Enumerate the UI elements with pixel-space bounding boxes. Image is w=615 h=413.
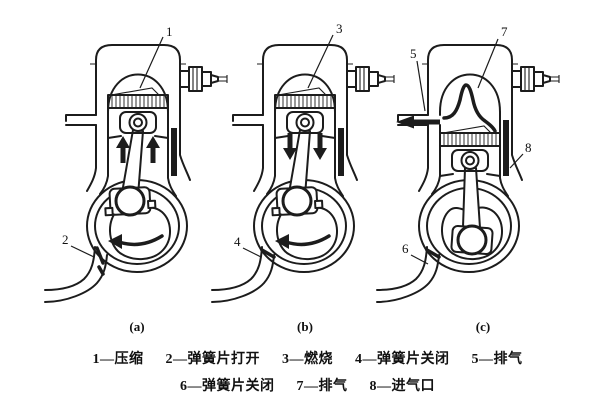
legend-item: 8—进气口 [369, 379, 435, 394]
legend-item: 2—弹簧片打开 [165, 352, 260, 367]
legend-line-1: 1—压缩 2—弹簧片打开 3—燃烧 4—弹簧片关闭 5—排气 [0, 348, 615, 368]
panel-a: 1 2 (a) [44, 24, 228, 334]
crank-journal [456, 224, 488, 256]
legend-item: 5—排气 [471, 352, 523, 367]
callout-8: 8 [525, 140, 532, 155]
callout-3: 3 [336, 21, 343, 36]
callout-leader [410, 254, 429, 265]
callout-leader [509, 153, 524, 169]
panel-caption-b: (b) [297, 319, 313, 334]
exhaust-arrow-icon [396, 115, 440, 129]
panel-caption-a: (a) [129, 319, 144, 334]
callout-7: 7 [501, 24, 508, 39]
legend-item: 3—燃烧 [282, 352, 333, 367]
up-arrow-icon [146, 136, 160, 163]
transfer-passage [503, 120, 509, 130]
legend-item: 6—弹簧片关闭 [180, 379, 275, 394]
callout-1: 1 [166, 24, 173, 39]
callout-leader [416, 60, 426, 112]
figure-legend: 1—压缩 2—弹簧片打开 3—燃烧 4—弹簧片关闭 5—排气 6—弹簧片关闭 7… [0, 342, 615, 395]
callout-leader [139, 36, 164, 89]
legend-item: 1—压缩 [92, 352, 144, 367]
callout-4: 4 [234, 234, 241, 249]
panel-b: 3 4 (b) [211, 21, 395, 334]
panel-c: 5 7 8 6 (c) [376, 24, 560, 334]
callout-leader [307, 34, 334, 89]
legend-item: 4—弹簧片关闭 [355, 352, 450, 367]
callout-6: 6 [402, 241, 409, 256]
callout-leader [477, 38, 499, 89]
legend-item: 7—排气 [296, 379, 348, 394]
callout-5: 5 [410, 46, 417, 61]
callout-leader [70, 245, 95, 258]
gas-plume [442, 83, 497, 133]
panel-caption-c: (c) [476, 319, 490, 334]
callout-2: 2 [62, 232, 69, 247]
callout-leader [242, 247, 262, 258]
connecting-rod [462, 167, 481, 229]
legend-line-2: 6—弹簧片关闭 7—排气 8—进气口 [0, 375, 615, 395]
engine-cycle-diagram: 1 2 (a) 3 4 (b) [44, 21, 560, 334]
